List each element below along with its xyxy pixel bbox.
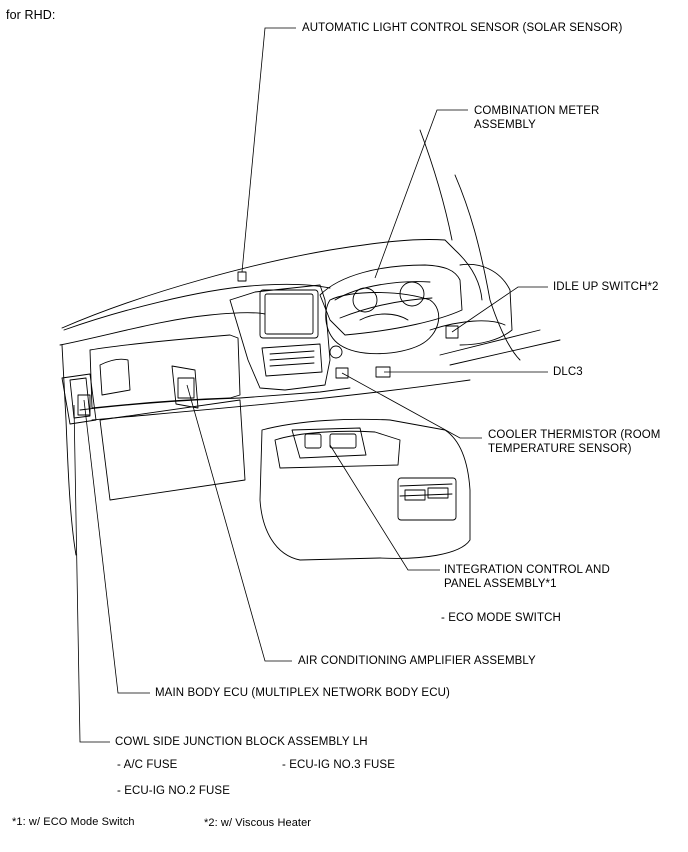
steering-wheel-outline (325, 292, 440, 355)
leader-main-body-ecu (83, 399, 150, 694)
integration-control-shape (291, 427, 367, 459)
center-stack-outline (229, 284, 331, 391)
label-main-body-ecu: MAIN BODY ECU (MULTIPLEX NETWORK BODY EC… (155, 687, 450, 699)
label-combination-meter-line1: COMBINATION METER (474, 105, 600, 117)
windshield-outline (61, 239, 483, 329)
leader-ac-amplifier (186, 384, 292, 662)
label-ac-fuse: - A/C FUSE (117, 759, 178, 771)
label-cooler-thermistor-line2: TEMPERATURE SENSOR) (488, 443, 632, 455)
combination-meter-outline (319, 264, 463, 336)
leader-cooler-thermistor (341, 372, 482, 439)
cowl-junction-block-shape (61, 373, 97, 425)
label-idle-up-switch: IDLE UP SWITCH*2 (553, 281, 659, 293)
glovebox-outline (99, 399, 246, 501)
label-integration-control-line2: PANEL ASSEMBLY*1 (444, 578, 557, 590)
label-cooler-thermistor-line1: COOLER THERMISTOR (ROOM (488, 429, 661, 441)
label-cowl-side-jb: COWL SIDE JUNCTION BLOCK ASSEMBLY LH (115, 736, 368, 748)
leader-combination-meter (374, 109, 468, 279)
label-eco-mode-switch: - ECO MODE SWITCH (441, 612, 561, 624)
leader-idle-up-switch (451, 286, 548, 333)
leader-solar-sensor (241, 27, 296, 273)
ac-amplifier-shape (171, 365, 199, 409)
footnote-viscous-heater: *2: w/ Viscous Heater (204, 817, 312, 829)
cooler-thermistor-shape (335, 367, 349, 379)
label-ecu-ig-no3-fuse: - ECU-IG NO.3 FUSE (282, 759, 395, 771)
idle-up-switch-shape (445, 325, 459, 339)
footnote-eco-mode: *1: w/ ECO Mode Switch (12, 816, 135, 828)
dash-top-outline (63, 283, 331, 331)
label-dlc3: DLC3 (553, 366, 583, 378)
label-ecu-ig-no2-fuse: - ECU-IG NO.2 FUSE (117, 785, 230, 797)
solar-sensor-shape (237, 271, 247, 282)
label-solar-sensor: AUTOMATIC LIGHT CONTROL SENSOR (SOLAR SE… (302, 22, 623, 34)
label-ac-amplifier: AIR CONDITIONING AMPLIFIER ASSEMBLY (298, 655, 536, 667)
console-outline (259, 418, 471, 561)
leader-cowl-side-jb (73, 404, 110, 743)
page-heading: for RHD: (6, 8, 56, 22)
label-combination-meter-line2: ASSEMBLY (474, 119, 536, 131)
leader-integration-control (329, 444, 440, 571)
label-integration-control-line1: INTEGRATION CONTROL AND (444, 564, 610, 576)
